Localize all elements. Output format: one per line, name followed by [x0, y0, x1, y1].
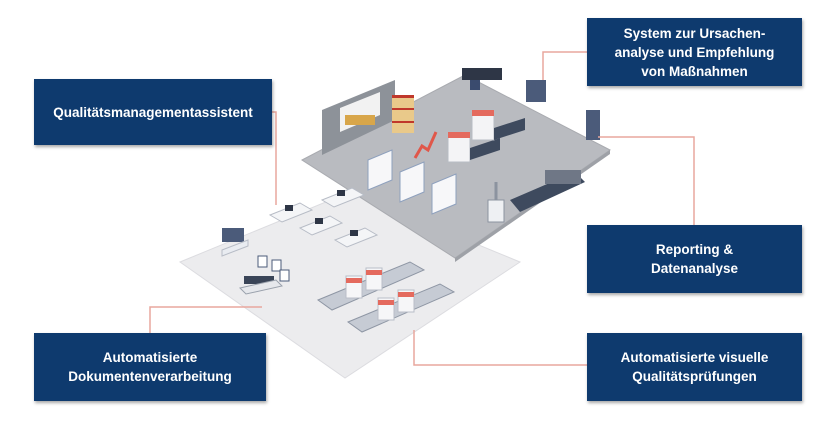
- dashboard-screens: [367, 149, 457, 215]
- callout-label-line2: Qualitätsprüfungen: [632, 369, 757, 384]
- callout-label: Qualitätsmanagementassistent: [53, 104, 253, 120]
- trend-arrow-icon: [413, 131, 438, 159]
- callout-label-line1: System zur Ursachen-: [623, 25, 766, 41]
- loading-gate: [322, 80, 395, 155]
- connector-rep: [598, 136, 695, 225]
- callout-ursachenanalyse[interactable]: System zur Ursachen- analyse und Empfehl…: [587, 18, 802, 86]
- connectors: [149, 51, 695, 366]
- wall-display: [221, 228, 249, 257]
- callout-label-line2: Dokumentenverarbeitung: [68, 369, 232, 384]
- callout-label-line2: analyse und Empfehlung: [614, 44, 775, 60]
- callout-label-line2: Datenanalyse: [650, 261, 739, 276]
- assembly-lines: [316, 261, 456, 333]
- document-icons: [257, 255, 290, 282]
- office-desks: [268, 187, 379, 248]
- callout-visuelle-pruefungen[interactable]: Automatisierte visuelle Qualitätsprüfung…: [587, 333, 802, 401]
- callout-label-line3: von Maßnahmen: [641, 63, 748, 79]
- connector-qm: [272, 111, 277, 205]
- callout-label-line1: Reporting &: [655, 242, 734, 257]
- callout-reporting[interactable]: Reporting & Datenanalyse: [587, 225, 802, 293]
- robot-cell: [487, 170, 585, 223]
- storage-shelf: [392, 95, 414, 133]
- monitor-board: [526, 80, 600, 140]
- callout-label-line1: Automatisierte visuelle: [620, 350, 769, 365]
- workstation: [239, 276, 283, 295]
- connector-sys: [542, 51, 587, 80]
- connector-vis: [413, 330, 587, 366]
- inspection-machines: [447, 109, 525, 163]
- callout-qualitaetsmanagementassistent[interactable]: Qualitätsmanagementassistent: [34, 79, 272, 145]
- callout-label-line1: Automatisierte: [102, 350, 198, 365]
- control-desk: [462, 68, 502, 90]
- connector-doc: [149, 306, 262, 333]
- callout-dokumentenverarbeitung[interactable]: Automatisierte Dokumentenverarbeitung: [34, 333, 266, 401]
